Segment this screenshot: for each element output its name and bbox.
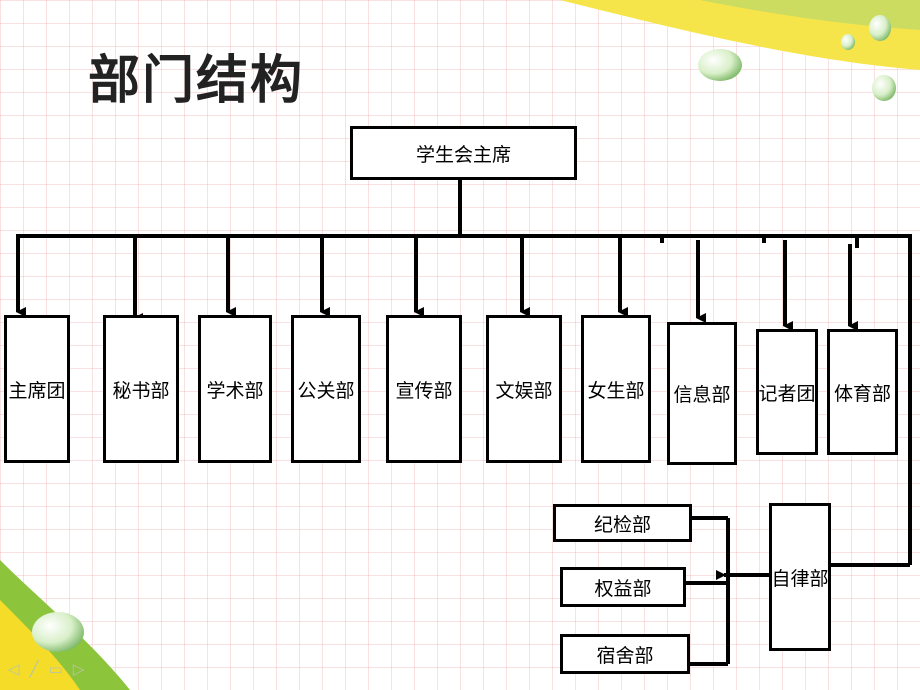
water-drop-3	[841, 34, 855, 50]
water-drop-1	[698, 49, 742, 81]
dept-box-10: 体育部	[827, 329, 898, 455]
slide-nav: ◁ ╱ ▭ ▷	[8, 660, 84, 678]
water-drop-2	[869, 15, 891, 41]
prev-slide-icon[interactable]: ◁	[8, 660, 20, 678]
water-drop-4	[872, 75, 896, 101]
dept-box-9: 记者团	[756, 329, 818, 455]
top-box-president: 学生会主席	[350, 126, 577, 180]
dept-box-4: 公关部	[291, 315, 361, 463]
pen-icon[interactable]: ╱	[29, 660, 39, 678]
next-slide-icon[interactable]: ▷	[72, 660, 85, 678]
page-title: 部门结构	[88, 51, 305, 111]
self-discipline-box: 自律部	[769, 503, 831, 651]
screen-icon[interactable]: ▭	[48, 660, 63, 678]
dept-box-8: 信息部	[667, 322, 737, 465]
sub-box-rights: 权益部	[560, 567, 686, 607]
dept-box-5: 宣传部	[386, 315, 462, 463]
dept-box-1: 主席团	[4, 315, 70, 463]
sub-box-dormitory: 宿舍部	[560, 634, 690, 674]
dept-box-7: 女生部	[581, 315, 651, 463]
sub-box-discipline: 纪检部	[553, 504, 692, 542]
water-drop-5	[32, 612, 84, 652]
dept-box-2: 秘书部	[103, 315, 179, 463]
dept-box-3: 学术部	[198, 315, 272, 463]
dept-box-6: 文娱部	[486, 315, 562, 463]
top-right-swoosh-green	[700, 0, 920, 30]
